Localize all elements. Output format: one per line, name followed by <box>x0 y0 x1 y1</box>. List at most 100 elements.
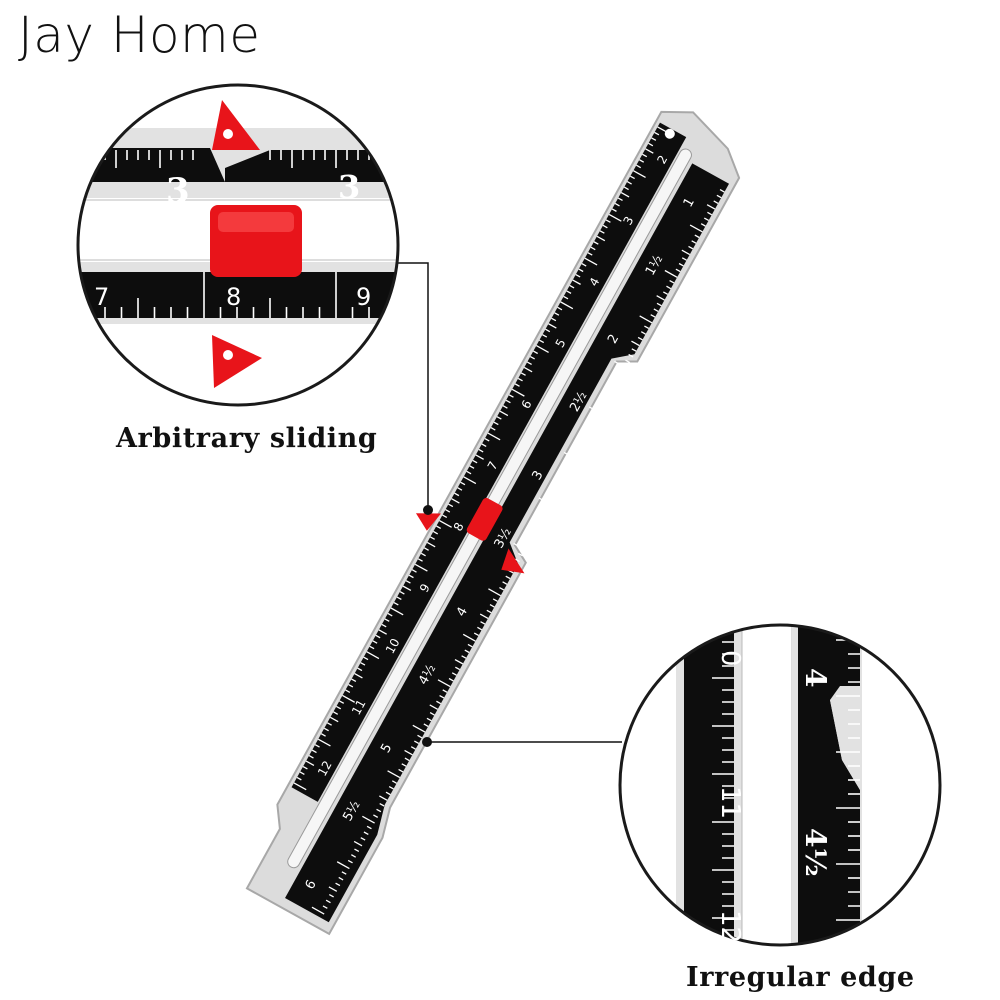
ruler-tick <box>436 700 442 705</box>
ruler-tick <box>381 623 387 628</box>
ruler-tick <box>575 273 581 278</box>
ruler-tick <box>599 405 605 409</box>
ruler-tick <box>514 383 520 387</box>
ruler-tick <box>590 246 596 251</box>
ruler-black-band-upper <box>291 122 687 802</box>
ruler-tick <box>551 317 557 322</box>
ruler-tick <box>353 840 363 847</box>
ruler-tick <box>518 552 524 557</box>
ruler-tick <box>426 717 432 722</box>
ruler-tick <box>493 421 499 426</box>
ruler-tick <box>617 197 623 202</box>
ruler-tick <box>602 224 608 229</box>
ruler-tick <box>351 854 357 858</box>
ruler-tick <box>536 345 549 353</box>
ruler-tick <box>569 284 575 289</box>
callout-line-sliding <box>398 262 429 508</box>
ruler-tick <box>333 711 339 715</box>
ruler-tick <box>484 437 490 442</box>
ruler-tick <box>599 230 605 234</box>
red-slider[interactable] <box>465 496 504 542</box>
ruler-tick <box>656 302 662 307</box>
ruler-tick <box>417 734 423 739</box>
ruler-tick <box>527 535 533 540</box>
edge-left-number-1: 0 <box>715 650 745 667</box>
ruler-tick <box>530 530 536 534</box>
ruler-tick <box>414 563 428 572</box>
ruler-tick <box>596 235 606 242</box>
ruler-tick <box>420 552 426 557</box>
ruler-tick <box>549 496 555 500</box>
ruler-tick <box>636 164 642 169</box>
ruler-tick <box>681 249 691 256</box>
ruler-tick <box>388 785 394 790</box>
ruler-tick <box>513 542 527 551</box>
ruler-tick <box>614 202 620 207</box>
ruler-tick <box>508 394 514 398</box>
ruler-tick <box>405 580 411 584</box>
ruler-tick <box>429 536 435 540</box>
ruler-black-band-lower <box>285 163 730 923</box>
ruler-tick <box>354 673 363 679</box>
slider-pointer-top <box>415 513 442 531</box>
ruler-tick <box>448 677 454 682</box>
ruler-tick <box>520 372 526 376</box>
ruler-tick <box>499 410 509 417</box>
ruler-tick <box>423 547 429 551</box>
ruler-tick <box>651 137 657 141</box>
ruler-tick <box>439 694 445 699</box>
ruler-tick <box>587 427 593 432</box>
ruler-tick <box>345 689 351 693</box>
callout-dot-edge <box>422 737 432 747</box>
ruler-tick <box>408 574 414 579</box>
ruler-tick <box>608 213 622 222</box>
ruler-tick <box>404 757 410 762</box>
ruler-tick <box>529 355 535 360</box>
ruler-tick <box>325 899 331 904</box>
ruler-tick <box>669 279 675 284</box>
ruler-tick <box>486 609 492 614</box>
edge-right-number-1: 4 <box>799 668 832 687</box>
ruler-tick <box>502 581 508 585</box>
ruler-tick <box>336 861 350 870</box>
ruler-tick <box>626 181 632 185</box>
ruler-tick <box>354 848 360 853</box>
ruler-tick <box>351 678 357 683</box>
ruler-tick <box>336 705 342 710</box>
ruler-tick <box>639 315 653 324</box>
ruler-tick <box>479 613 489 619</box>
ruler-tick <box>326 722 332 726</box>
ruler-tick <box>478 448 484 453</box>
ruler-tick <box>322 905 328 909</box>
ruler-tick <box>311 749 317 754</box>
ruler-tick <box>293 782 307 791</box>
ruler-tick <box>623 186 629 191</box>
ruler-tick <box>320 733 326 737</box>
ruler-tick <box>492 598 498 602</box>
ruler-tick <box>505 399 511 404</box>
ruler-tick <box>644 325 650 330</box>
ruler-tick <box>387 770 401 779</box>
ruler-tick <box>605 219 611 223</box>
ruler-tick <box>375 634 381 639</box>
ruler-tick <box>713 200 719 204</box>
ruler-tick <box>496 416 502 420</box>
ruler-tick <box>675 268 681 273</box>
ruler-tick <box>363 656 369 661</box>
ruler-tick <box>338 876 344 881</box>
ruler-tick <box>451 498 460 504</box>
ruler-tick <box>442 514 448 519</box>
ruler-tick <box>460 481 466 486</box>
ruler-tick <box>565 467 571 472</box>
ruler-tick <box>387 612 393 617</box>
ruler-tick <box>305 760 315 766</box>
ruler-tick <box>341 871 347 875</box>
ruler-tick <box>488 588 501 597</box>
ruler-tick <box>618 370 624 375</box>
ruler-tick <box>656 295 665 301</box>
ruler-tick <box>566 290 572 294</box>
ruler-tick <box>451 672 457 676</box>
ruler-tick <box>454 492 460 497</box>
ruler-tick <box>572 279 581 285</box>
ruler-tick <box>391 780 397 784</box>
